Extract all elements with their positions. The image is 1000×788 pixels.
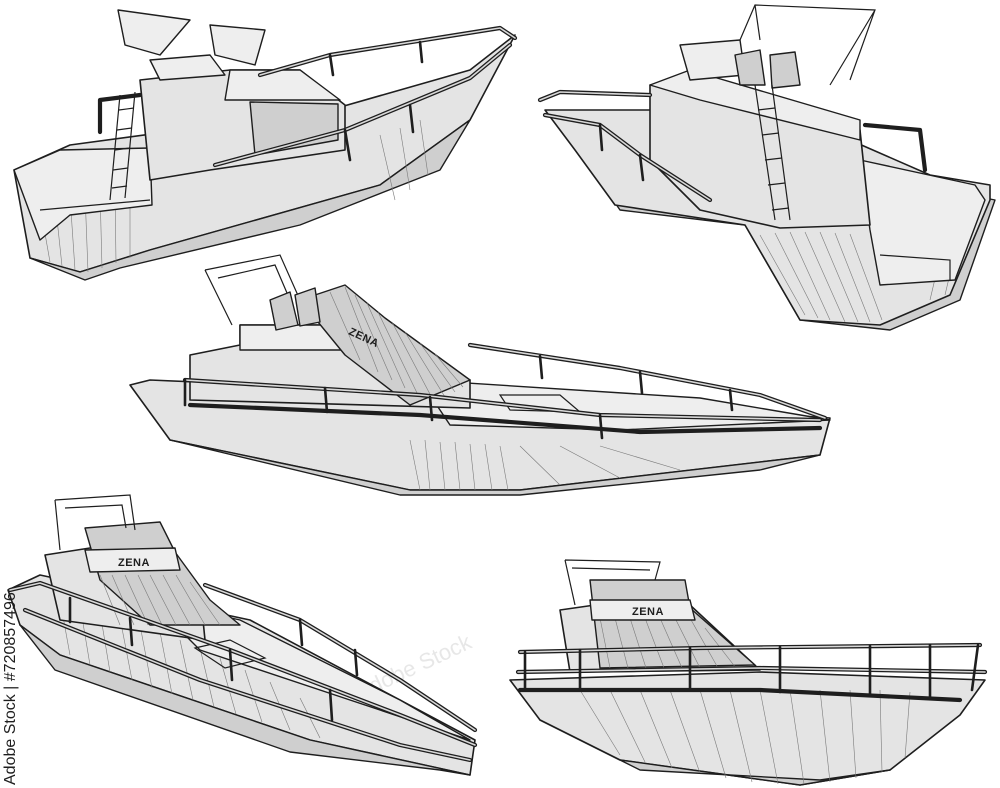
hull-name-bottom-left: ZENA xyxy=(118,557,150,569)
boat-bottom-left: ZENA xyxy=(7,494,478,776)
boat-top-left xyxy=(13,9,518,281)
boat-bottom-right: ZENA xyxy=(509,559,988,786)
boat-top-right xyxy=(537,4,996,331)
stock-id-label: Adobe Stock | #720857496 xyxy=(2,592,19,785)
boat-center: ZENA xyxy=(129,254,831,496)
hull-name-bottom-right: ZENA xyxy=(632,606,664,618)
